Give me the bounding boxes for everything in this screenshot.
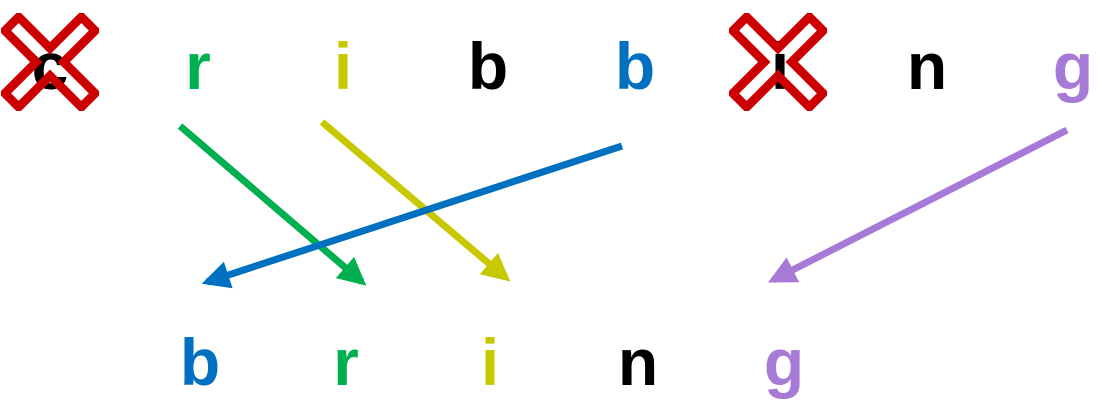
arrow-r <box>177 123 367 286</box>
source-letter-i: i <box>333 29 353 103</box>
source-letter-n: n <box>906 29 948 103</box>
arrow-g <box>768 126 1069 284</box>
target-letter-i: i <box>480 325 500 399</box>
cross-out-icon <box>729 13 827 111</box>
arrow-i <box>319 119 511 282</box>
source-letter-g: g <box>1052 29 1094 103</box>
cross-out-icon <box>1 13 99 111</box>
source-letter-b-blue: b <box>614 29 656 103</box>
target-letter-n: n <box>617 325 659 399</box>
target-letter-r: r <box>333 325 359 399</box>
target-letter-g: g <box>763 325 805 399</box>
source-letter-r: r <box>185 29 211 103</box>
arrow-b <box>201 142 624 289</box>
source-letter-b-black: b <box>467 29 509 103</box>
target-letter-b: b <box>179 325 221 399</box>
